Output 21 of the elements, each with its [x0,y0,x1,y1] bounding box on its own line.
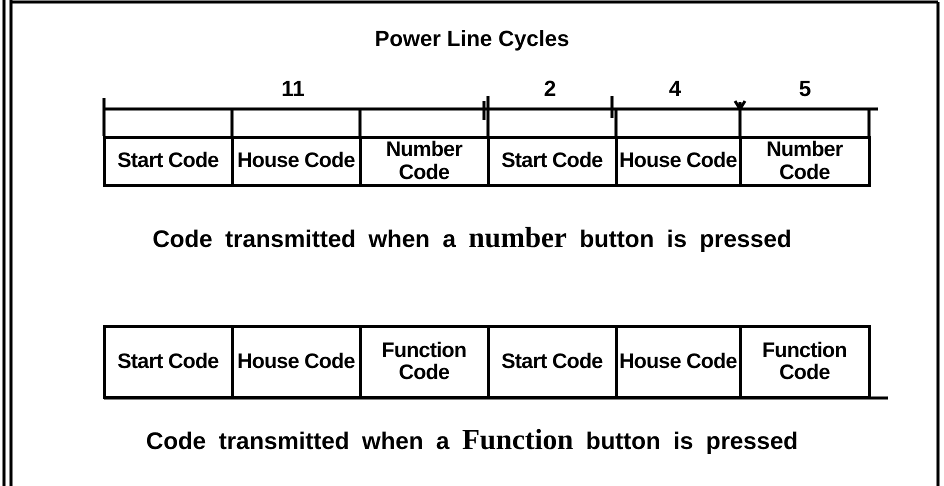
cell-label: Function Code [380,340,468,384]
cell-label: House Code [237,150,355,173]
cycle-count-label: 2 [544,76,556,102]
cell-label: Number Code [765,139,844,184]
cell-label: House Code [619,350,737,374]
cell-label: House Code [619,150,737,173]
cell-label: Start Code [501,150,603,173]
cell-label: Start Code [501,350,603,374]
code-cell [102,325,234,399]
cycle-count-label: 5 [798,76,812,102]
code-cell [102,136,234,187]
caption-text: Code transmitted when a number button is pressed [151,222,793,255]
caption-text: Code transmitted when a Function button is pressed [145,424,799,457]
cell-label: Number Code [384,139,464,184]
diagram-title: Power Line Cycles [374,26,570,52]
cell-label: Function Code [761,340,848,384]
cycle-count-label: 11 [281,76,305,102]
cell-label: Start Code [117,350,219,374]
cycle-count-label: 4 [668,76,682,102]
cell-label: House Code [237,350,355,374]
cell-label: Start Code [117,150,219,173]
